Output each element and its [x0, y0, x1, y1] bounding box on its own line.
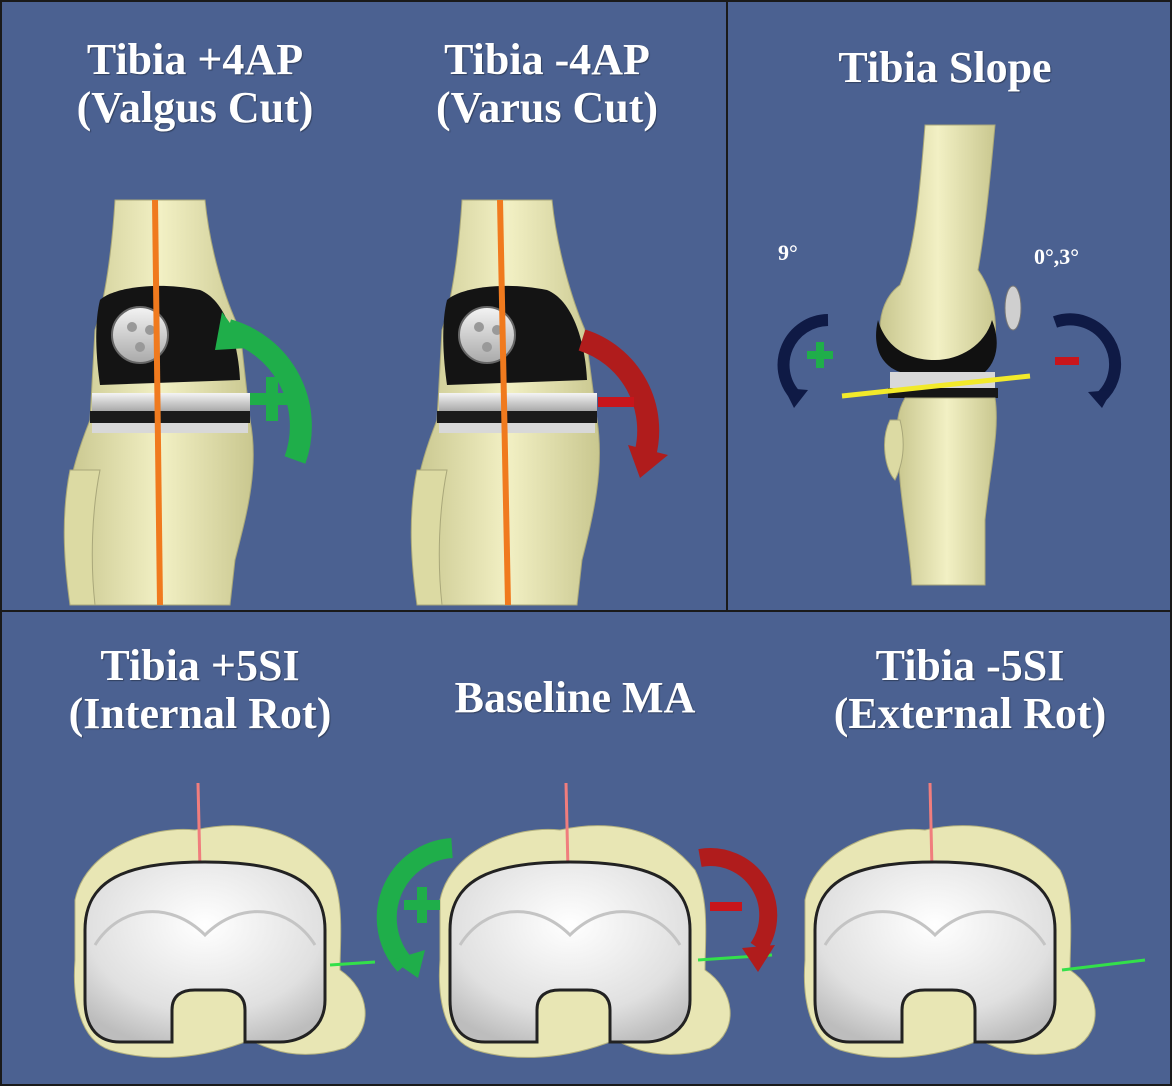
knee-varus — [411, 200, 668, 605]
minus-sign-varus — [598, 397, 634, 407]
tray-external — [804, 783, 1145, 1057]
knee-sagittal — [784, 125, 1116, 585]
tray-internal — [74, 783, 375, 1057]
knee-valgus — [64, 200, 301, 605]
tray-baseline — [387, 783, 775, 1057]
baseline-minus-sign — [710, 902, 742, 911]
slope-minus-sign — [1055, 357, 1079, 365]
